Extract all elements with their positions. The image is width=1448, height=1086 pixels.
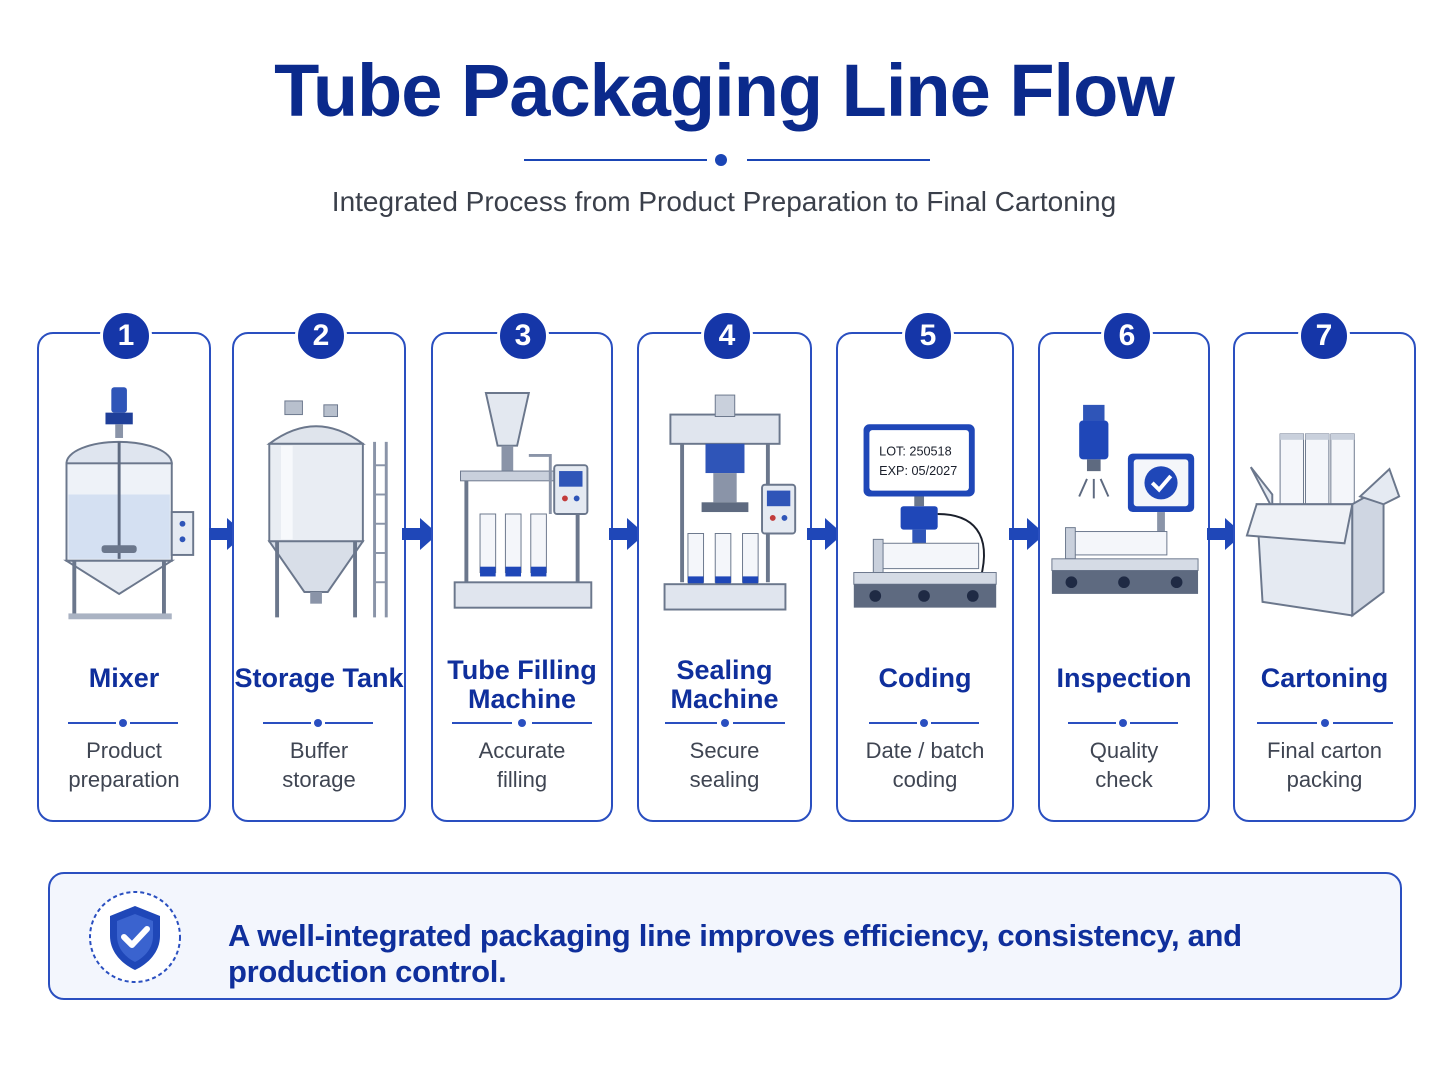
arrow-right-icon [402,518,438,550]
page-subtitle: Integrated Process from Product Preparat… [331,186,1117,217]
summary-banner: A well-integrated packaging line improve… [48,872,1402,1000]
step-card-cartoning: Cartoning Final carton packing [1233,332,1416,822]
step-description: Accurate filling [443,736,601,794]
step-card-sealing-machine: Sealing Machine Secure sealing [637,332,812,822]
step-divider [263,718,375,728]
step-card-coding: LOT: 250518 EXP: 05/2027 Coding Date / b… [836,332,1014,822]
shield-check-icon [89,891,181,983]
step-title: Storage Tank [234,663,404,693]
step-divider [68,718,180,728]
step-divider [1256,718,1393,728]
step-desc-line: check [1095,767,1153,792]
step-title-line: Tube Filling [447,655,597,685]
step-description: Quality check [1050,736,1198,794]
step-desc-line: storage [282,767,356,792]
step-title: Tube Filling Machine [433,656,611,714]
step-desc-line: Buffer [289,738,349,763]
arrow-right-icon [609,518,645,550]
step-desc-line: coding [892,767,958,792]
step-card-mixer: Mixer Product preparation [37,332,211,822]
screen-exp-text: EXP: 05/2027 [879,464,957,478]
step-desc-line: Quality [1089,738,1159,763]
step-title-line: Machine [670,684,779,714]
step-description: Date / batch coding [848,736,1002,794]
step-description: Secure sealing [649,736,800,794]
step-title-line: Machine [467,684,577,714]
title-divider [524,153,930,167]
mixer-icon [63,387,195,620]
step-desc-line: Secure [689,738,760,763]
carton-box-icon [1245,433,1401,618]
step-desc-line: filling [496,767,548,792]
step-number-badge: 7 [1298,310,1350,362]
step-title: Inspection [1056,663,1192,693]
step-desc-line: sealing [689,767,760,792]
step-divider [664,718,785,728]
storage-tank-icon [266,400,388,618]
step-divider [869,718,981,728]
step-divider [1068,718,1180,728]
screen-lot-text: LOT: 250518 [879,444,951,458]
page-title: Tube Packaging Line Flow [274,49,1175,132]
step-number-badge: 4 [701,310,753,362]
step-number-badge: 5 [902,310,954,362]
step-desc-line: Final carton [1267,738,1382,763]
coding-printer-icon: LOT: 250518 EXP: 05/2027 [853,424,997,608]
summary-text: A well-integrated packaging line improve… [228,918,1242,989]
step-title-line: Sealing [676,655,773,685]
step-desc-line: Accurate [478,738,566,763]
step-title: Coding [878,663,972,693]
step-desc-line: packing [1286,767,1363,792]
step-description: Buffer storage [244,736,394,794]
step-card-tube-filling-machine: Tube Filling Machine Accurate filling [431,332,613,822]
step-description: Final carton packing [1245,736,1404,794]
step-title: Mixer [88,663,160,693]
step-card-inspection: Inspection Quality check [1038,332,1210,822]
step-desc-line: Date / batch [865,738,985,763]
step-number-badge: 2 [295,310,347,362]
step-card-storage-tank: Storage Tank Buffer storage [232,332,406,822]
step-title: Sealing Machine [639,656,810,714]
tube-filling-machine-icon [453,392,593,609]
arrow-right-icon [807,518,843,550]
step-title: Cartoning [1260,663,1389,693]
step-description: Product preparation [49,736,199,794]
step-number-badge: 3 [497,310,549,362]
arrow-right-icon [1009,518,1045,550]
step-number-badge: 1 [100,310,152,362]
step-desc-line: Product [86,738,162,763]
inspection-camera-icon [1051,404,1199,594]
step-number-badge: 6 [1101,310,1153,362]
step-desc-line: preparation [68,767,180,792]
sealing-machine-icon [663,394,797,611]
step-divider [452,718,592,728]
